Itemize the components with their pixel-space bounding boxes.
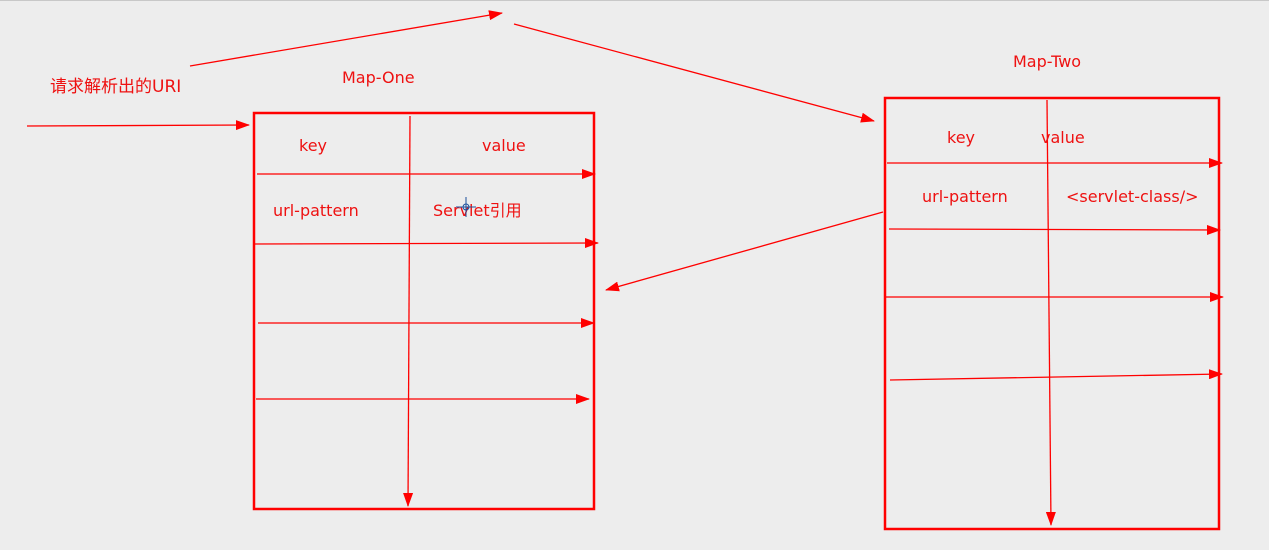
request-uri-label: 请求解析出的URI xyxy=(50,77,182,97)
top-edge-line xyxy=(0,0,1269,1)
map-two-header-key: key xyxy=(947,128,976,147)
map-one-row-key: url-pattern xyxy=(273,201,359,220)
map-two-to-map-one-arrow xyxy=(605,211,884,292)
map-two-row-key: url-pattern xyxy=(922,187,1008,206)
uri-to-top-arrow xyxy=(189,10,503,67)
top-to-map-two-arrow xyxy=(513,23,875,123)
map-two-row-value: <servlet-class/> xyxy=(1066,187,1199,206)
map-one-column-divider-arrow xyxy=(403,115,414,507)
map-two-row-line-2 xyxy=(888,224,1221,235)
map-one-row-value: Servlet引用 xyxy=(433,201,522,220)
map-one-title: Map-One xyxy=(342,68,415,87)
request-input-arrow xyxy=(26,120,250,131)
map-one-row-line-2 xyxy=(253,238,599,249)
map-one-header-value: value xyxy=(482,136,526,155)
crosshair-cursor-icon xyxy=(456,197,476,217)
map-one-box xyxy=(252,111,596,511)
map-two-column-divider-arrow xyxy=(1045,99,1056,526)
map-two-title: Map-Two xyxy=(1013,52,1082,71)
map-two-box xyxy=(883,96,1221,531)
map-one-header-key: key xyxy=(299,136,328,155)
map-two-header-value: value xyxy=(1041,128,1085,147)
map-two-row-line-4 xyxy=(889,369,1223,381)
